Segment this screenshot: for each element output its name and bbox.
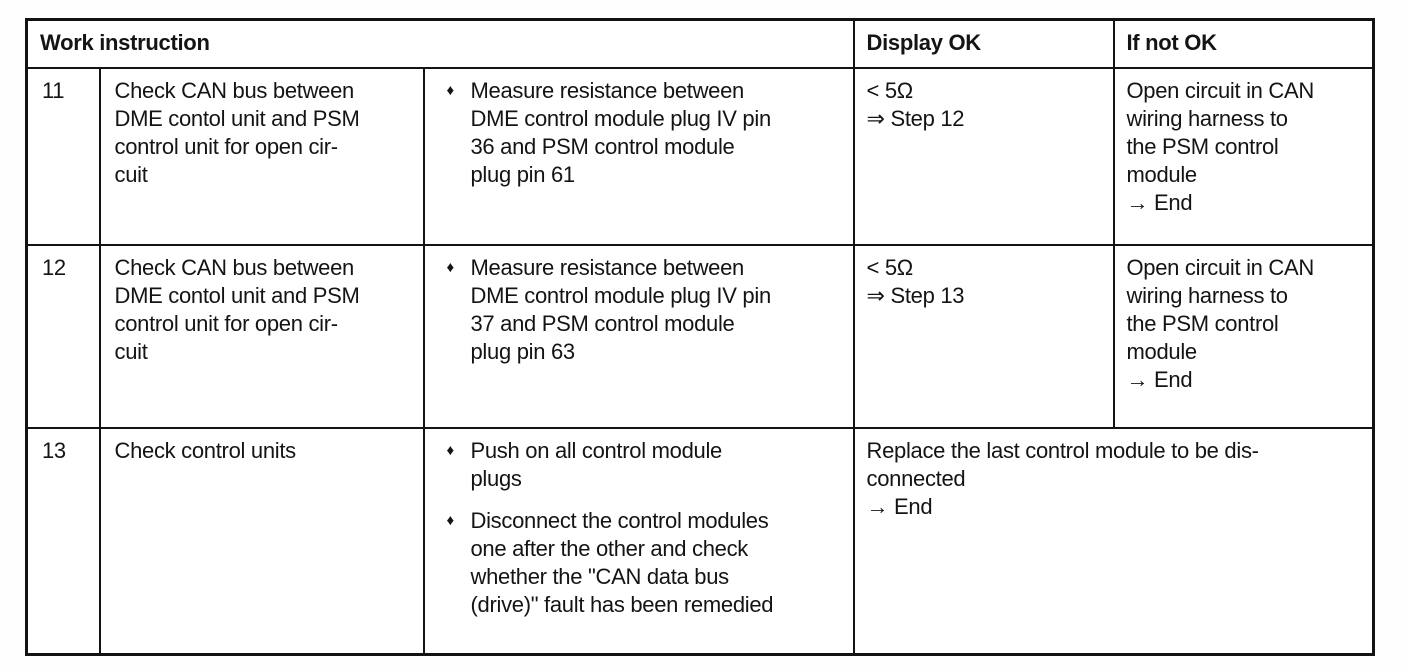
step-actions: ♦ Measure resistance between DME control…: [422, 243, 855, 429]
action-text: Disconnect the control modules one after…: [470, 507, 774, 617]
action-item: ♦ Measure resistance between DME control…: [435, 77, 847, 189]
header-work-instruction: Work instruction: [25, 18, 855, 69]
action-text: Measure resistance between DME control m…: [470, 254, 772, 364]
step-actions: ♦ Push on all control module plugs ♦ Dis…: [422, 426, 855, 656]
header-display-ok: Display OK: [852, 18, 1115, 69]
if-not-ok-cell: Open circuit in CAN wiring harness to th…: [1112, 66, 1375, 246]
bullet-diamond-icon: ♦: [446, 81, 455, 99]
step-number: 13: [25, 426, 101, 656]
step-actions: ♦ Measure resistance between DME control…: [422, 66, 855, 246]
step-description: Check control units: [98, 426, 425, 656]
if-not-ok-cell: Open circuit in CAN wiring harness to th…: [1112, 243, 1375, 429]
action-text: Push on all control module plugs: [470, 437, 723, 491]
work-instruction-table: Work instruction Display OK If not OK 11…: [25, 18, 1375, 656]
header-if-not-ok: If not OK: [1112, 18, 1375, 69]
table-row-step-11: 11 Check CAN bus between DME contol unit…: [25, 66, 1375, 246]
step-description: Check CAN bus between DME contol unit an…: [98, 243, 425, 429]
action-item: ♦ Measure resistance between DME control…: [435, 254, 847, 366]
table-header-row: Work instruction Display OK If not OK: [25, 18, 1375, 69]
action-text: Measure resistance between DME control m…: [470, 77, 772, 187]
display-ok-cell: < 5Ω ⇒ Step 13: [852, 243, 1115, 429]
bullet-diamond-icon: ♦: [446, 511, 455, 529]
step-description: Check CAN bus between DME contol unit an…: [98, 66, 425, 246]
table-row-step-13: 13 Check control units ♦ Push on all con…: [25, 426, 1375, 656]
step-number: 12: [25, 243, 101, 429]
table-row-step-12: 12 Check CAN bus between DME contol unit…: [25, 243, 1375, 429]
result-cell: Replace the last control module to be di…: [852, 426, 1375, 656]
bullet-diamond-icon: ♦: [446, 258, 455, 276]
bullet-diamond-icon: ♦: [446, 441, 455, 459]
action-item: ♦ Push on all control module plugs: [435, 437, 847, 493]
display-ok-cell: < 5Ω ⇒ Step 12: [852, 66, 1115, 246]
action-item: ♦ Disconnect the control modules one aft…: [435, 507, 847, 619]
step-number: 11: [25, 66, 101, 246]
